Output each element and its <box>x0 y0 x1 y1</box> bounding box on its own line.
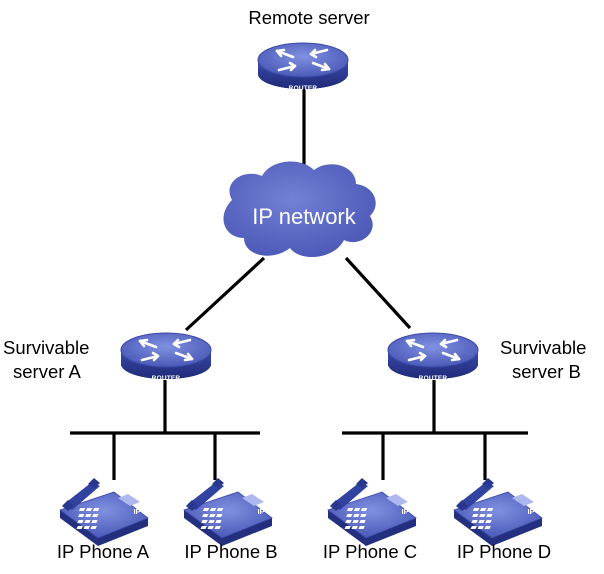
ip-network-node: IP network <box>223 161 376 258</box>
ip-phone-d-node: IP IP Phone D <box>453 477 551 562</box>
link-network-a <box>184 256 266 332</box>
survivable-a-label-line1: Survivable <box>3 337 89 358</box>
router-icon <box>256 41 350 91</box>
router-icon <box>386 331 480 381</box>
router-icon <box>119 331 213 381</box>
ip-phone-badge: IP <box>257 507 264 516</box>
ip-phone-b-node: IP IP Phone B <box>183 477 278 562</box>
link-network-b <box>344 256 412 330</box>
cloud-icon <box>223 161 376 258</box>
remote-server-label: Remote server <box>248 7 369 28</box>
ip-phone-badge: IP <box>401 507 408 516</box>
router-badge: ROUTER <box>419 375 448 382</box>
survivable-a-label-line2: server A <box>13 361 82 382</box>
ip-network-label: IP network <box>252 204 357 229</box>
ip-phone-badge: IP <box>527 507 534 516</box>
survivable-b-label-line2: server B <box>512 361 581 382</box>
ip-phone-badge: IP <box>133 507 140 516</box>
ip-phone-a-node: IP IP Phone A <box>57 477 150 562</box>
remote-server-node: ROUTER Remote server <box>248 7 369 92</box>
ip-phone-a-label: IP Phone A <box>57 541 150 562</box>
ip-phone-b-label: IP Phone B <box>184 541 277 562</box>
survivable-server-a-node: ROUTER Survivable server A <box>3 331 213 382</box>
links <box>70 88 528 480</box>
router-badge: ROUTER <box>289 85 318 92</box>
ip-phone-c-node: IP IP Phone C <box>323 477 417 562</box>
survivable-b-label-line1: Survivable <box>500 337 586 358</box>
survivable-server-b-node: ROUTER Survivable server B <box>386 331 586 382</box>
router-badge: ROUTER <box>152 375 181 382</box>
ip-phone-c-label: IP Phone C <box>323 541 417 562</box>
ip-phone-d-label: IP Phone D <box>457 541 551 562</box>
